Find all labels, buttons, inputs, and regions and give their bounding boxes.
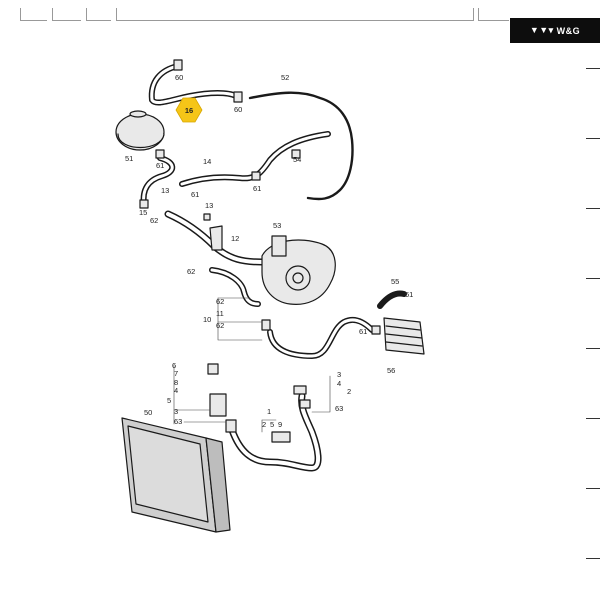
leader-lines — [173, 297, 331, 433]
side-tick — [586, 348, 600, 349]
side-tick — [586, 278, 600, 279]
label-50: 50 — [144, 408, 152, 417]
radiator-50 — [121, 417, 231, 533]
label-62c: 62 — [216, 297, 224, 306]
label-8: 8 — [174, 378, 178, 387]
hose-long-inner — [268, 318, 374, 358]
label-60b: 60 — [234, 105, 242, 114]
label-4a: 4 — [174, 386, 178, 395]
frame-tab — [478, 8, 509, 21]
label-55: 55 — [391, 277, 399, 286]
label-4b: 4 — [337, 379, 341, 388]
label-15: 15 — [139, 208, 147, 217]
side-tick — [586, 418, 600, 419]
label-3a: 3 — [174, 407, 178, 416]
top-frame — [0, 0, 600, 22]
label-5a: 5 — [167, 396, 171, 405]
hose-upper-inner — [150, 64, 238, 104]
oil-cooler-56 — [383, 317, 425, 355]
label-13b: 13 — [205, 201, 213, 210]
label-11: 11 — [216, 309, 224, 318]
label-13a: 13 — [161, 186, 169, 195]
label-2b: 2 — [262, 420, 266, 429]
hose-55 — [377, 290, 407, 309]
label-9: 9 — [278, 420, 282, 429]
highlight-hexagon — [175, 97, 203, 123]
label-10: 10 — [203, 315, 211, 324]
pump-housing-53 — [261, 235, 336, 305]
hose-lower-inner — [230, 394, 320, 470]
label-12: 12 — [231, 234, 239, 243]
highlight-marker: 16 — [175, 97, 203, 123]
label-7: 7 — [174, 369, 178, 378]
label-6: 6 — [172, 361, 176, 370]
frame-tab — [20, 8, 47, 21]
frame-tab — [86, 8, 111, 21]
frame-tab — [116, 8, 474, 21]
side-tick — [586, 488, 600, 489]
label-56: 56 — [387, 366, 395, 375]
label-3b: 3 — [337, 370, 341, 379]
label-61b: 61 — [191, 190, 199, 199]
label-60a: 60 — [175, 73, 183, 82]
hose-62-inner — [210, 268, 260, 306]
label-2a: 2 — [347, 387, 351, 396]
side-tick — [586, 138, 600, 139]
label-53: 53 — [273, 221, 281, 230]
side-tick — [586, 208, 600, 209]
frame-tab — [52, 8, 81, 21]
label-5b: 5 — [270, 420, 274, 429]
bracket-12 — [209, 225, 223, 251]
label-54: 54 — [293, 155, 301, 164]
label-62d: 62 — [216, 321, 224, 330]
label-62a: 62 — [150, 216, 158, 225]
side-tick — [586, 558, 600, 559]
label-63b: 63 — [335, 404, 343, 413]
logo-mark: ▼▼▾ — [529, 25, 554, 35]
logo-text: W&G — [556, 25, 581, 36]
hose-reservoir-inner — [142, 156, 174, 206]
label-1: 1 — [267, 407, 271, 416]
reservoir-51 — [115, 110, 165, 151]
label-52: 52 — [281, 73, 289, 82]
label-14: 14 — [203, 157, 211, 166]
label-61e: 61 — [359, 327, 367, 336]
label-61a: 61 — [156, 161, 164, 170]
label-61c: 61 — [253, 184, 261, 193]
label-63a: 63 — [174, 417, 182, 426]
fittings — [139, 59, 381, 443]
label-51: 51 — [125, 154, 133, 163]
label-62b: 62 — [187, 267, 195, 276]
highlight-label: 16 — [185, 106, 193, 115]
brand-logo: ▼▼▾ W&G — [510, 18, 600, 43]
pipe-52 — [248, 91, 354, 201]
label-61d: 61 — [405, 290, 413, 299]
part-labels: 60 60 52 51 61 14 54 13 61 61 15 62 13 1… — [125, 73, 413, 429]
side-tick — [586, 68, 600, 69]
